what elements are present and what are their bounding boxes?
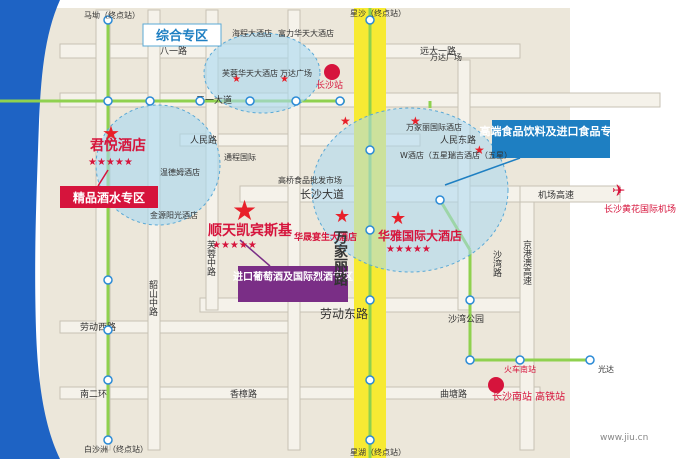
road-qujiang: 曲塘路 <box>440 388 467 400</box>
label-premium-food: 高端食品饮料及进口食品专区 <box>480 120 623 158</box>
road-furong: 芙蓉中路 <box>205 239 216 277</box>
poi-wanda-right: 万达广场 <box>430 52 462 62</box>
road-jinggang: 京港澳高速 <box>521 239 532 286</box>
station-changsha: 长沙站 <box>316 79 343 91</box>
road-wuyi: 五一大道 <box>196 94 232 106</box>
station-xingxing: 星湖（终点站） <box>350 447 406 457</box>
star-icon: ★ <box>340 114 351 128</box>
road-wanjia: 万家丽路 <box>332 230 349 286</box>
station-airport: 长沙黄花国际机场 <box>604 203 676 215</box>
poi-furong-tianjiu: 芙蓉华天大酒店 <box>222 68 278 78</box>
poi-haiyun: 海程大酒店 <box>232 28 272 38</box>
hotel-stars: ★ ★ ★ ★ ★ ★ ★ ★ ★ <box>102 74 485 229</box>
poi-ruijia: 瑞吉酒店（五星） <box>448 150 512 160</box>
road-yuanda: 远大一路 <box>420 45 456 57</box>
svg-text:高端食品饮料及进口食品专区: 高端食品饮料及进口食品专区 <box>480 124 623 138</box>
poi-wanda: 万达广场 <box>280 68 312 78</box>
station-xingsha: 星沙（终点站） <box>350 8 406 18</box>
station-huoche-nan: 火车南站 <box>504 364 536 374</box>
zone-premium-food <box>311 107 509 273</box>
star-icon: ★ <box>280 74 289 85</box>
poi-gaoqiao: 高桥食品批发市场 <box>278 175 342 185</box>
zone-label-import-wine: 进口葡萄酒及国际烈酒专区 <box>233 270 353 283</box>
poi-fuliya: 富力华天大酒店 <box>278 28 334 38</box>
poi-tongcheng: 通程国际 <box>224 152 256 162</box>
star-icon: ★ <box>334 206 350 227</box>
park-shawan: 沙湾公园 <box>448 313 484 325</box>
star-icon: ★ <box>410 114 421 128</box>
airplane-icon: ✈ <box>612 181 625 200</box>
road-laodong: 劳动东路 <box>320 306 368 321</box>
poi-labels: 海程大酒店 富力华天大酒店 芙蓉华天大酒店 万达广场 温德姆酒店 金源阳光酒店 … <box>150 28 512 220</box>
station-baiyang: 白沙洲（终点站） <box>84 444 148 454</box>
road-shawan: 沙湾路 <box>491 250 502 278</box>
metro-stations <box>103 15 595 445</box>
road-shaoshan: 韶山中路 <box>147 279 158 317</box>
road-renmin: 人民路 <box>190 134 217 146</box>
station-guangda: 光达 <box>598 364 614 374</box>
railway-station-icon <box>324 64 340 80</box>
zone-general <box>203 32 321 114</box>
hotel-huasheng: 华晟宴生大酒店 <box>294 231 357 243</box>
poi-wanjia-fu: 万家丽国际酒店 <box>406 122 462 132</box>
poi-w-hotel: W酒店（五星） <box>400 150 456 160</box>
station-labels: 长沙站 长沙南站 高铁站 火车南站 光达 长沙黄花国际机场 马坳（终点站） 白沙… <box>84 8 676 457</box>
star-icon: ★ <box>102 121 120 145</box>
hotel-junyue: 君悦酒店 <box>89 137 146 154</box>
road-labels: 万家丽路 劳动东路 长沙大道 机场高速 远大一路 八一路 五一大道 人民路 人民… <box>80 45 574 400</box>
star-icon: ★ <box>232 194 257 227</box>
star-icon: ★ <box>390 208 406 229</box>
river <box>0 0 60 459</box>
svg-text:★★★★★: ★★★★★ <box>88 157 133 168</box>
road-xiangzhang: 香樟路 <box>230 388 257 400</box>
road-bayi: 八一路 <box>160 45 187 57</box>
hotel-huayuan: 华雅国际大酒店 <box>378 228 462 243</box>
label-fine-wine: 精品酒水专区 <box>60 186 158 208</box>
road-jichang: 机场高速 <box>538 189 574 201</box>
zones <box>95 32 509 273</box>
road-renmin-dong: 人民东路 <box>440 134 476 146</box>
svg-text:★★★★★: ★★★★★ <box>386 244 431 255</box>
zone-label-fine-wine: 精品酒水专区 <box>73 190 145 205</box>
watermark: www.jiu.cn <box>600 433 648 443</box>
label-import-wine: 进口葡萄酒及国际烈酒专区 <box>233 266 353 302</box>
svg-text:★★★★★: ★★★★★ <box>212 240 257 251</box>
poi-jinyuan: 金源阳光酒店 <box>150 210 198 220</box>
poi-wenxin: 温德姆酒店 <box>160 167 200 177</box>
station-changsha-nan: 长沙南站 高铁站 <box>492 390 565 403</box>
road-nanerhuan: 南二环 <box>80 388 107 400</box>
star-icon: ★ <box>232 74 241 85</box>
station-mawang: 马坳（终点站） <box>84 10 140 20</box>
star-icon: ★ <box>474 143 485 157</box>
railway-station-icon <box>488 377 504 393</box>
hotel-sheraton: 顺天凯宾斯基 <box>208 222 293 239</box>
road-changsha: 长沙大道 <box>300 187 344 201</box>
zone-label-general: 综合专区 <box>156 28 208 44</box>
zone-label-premium-food: 高端食品饮料及进口食品专区 <box>480 124 623 138</box>
label-general: 综合专区 <box>142 23 222 47</box>
